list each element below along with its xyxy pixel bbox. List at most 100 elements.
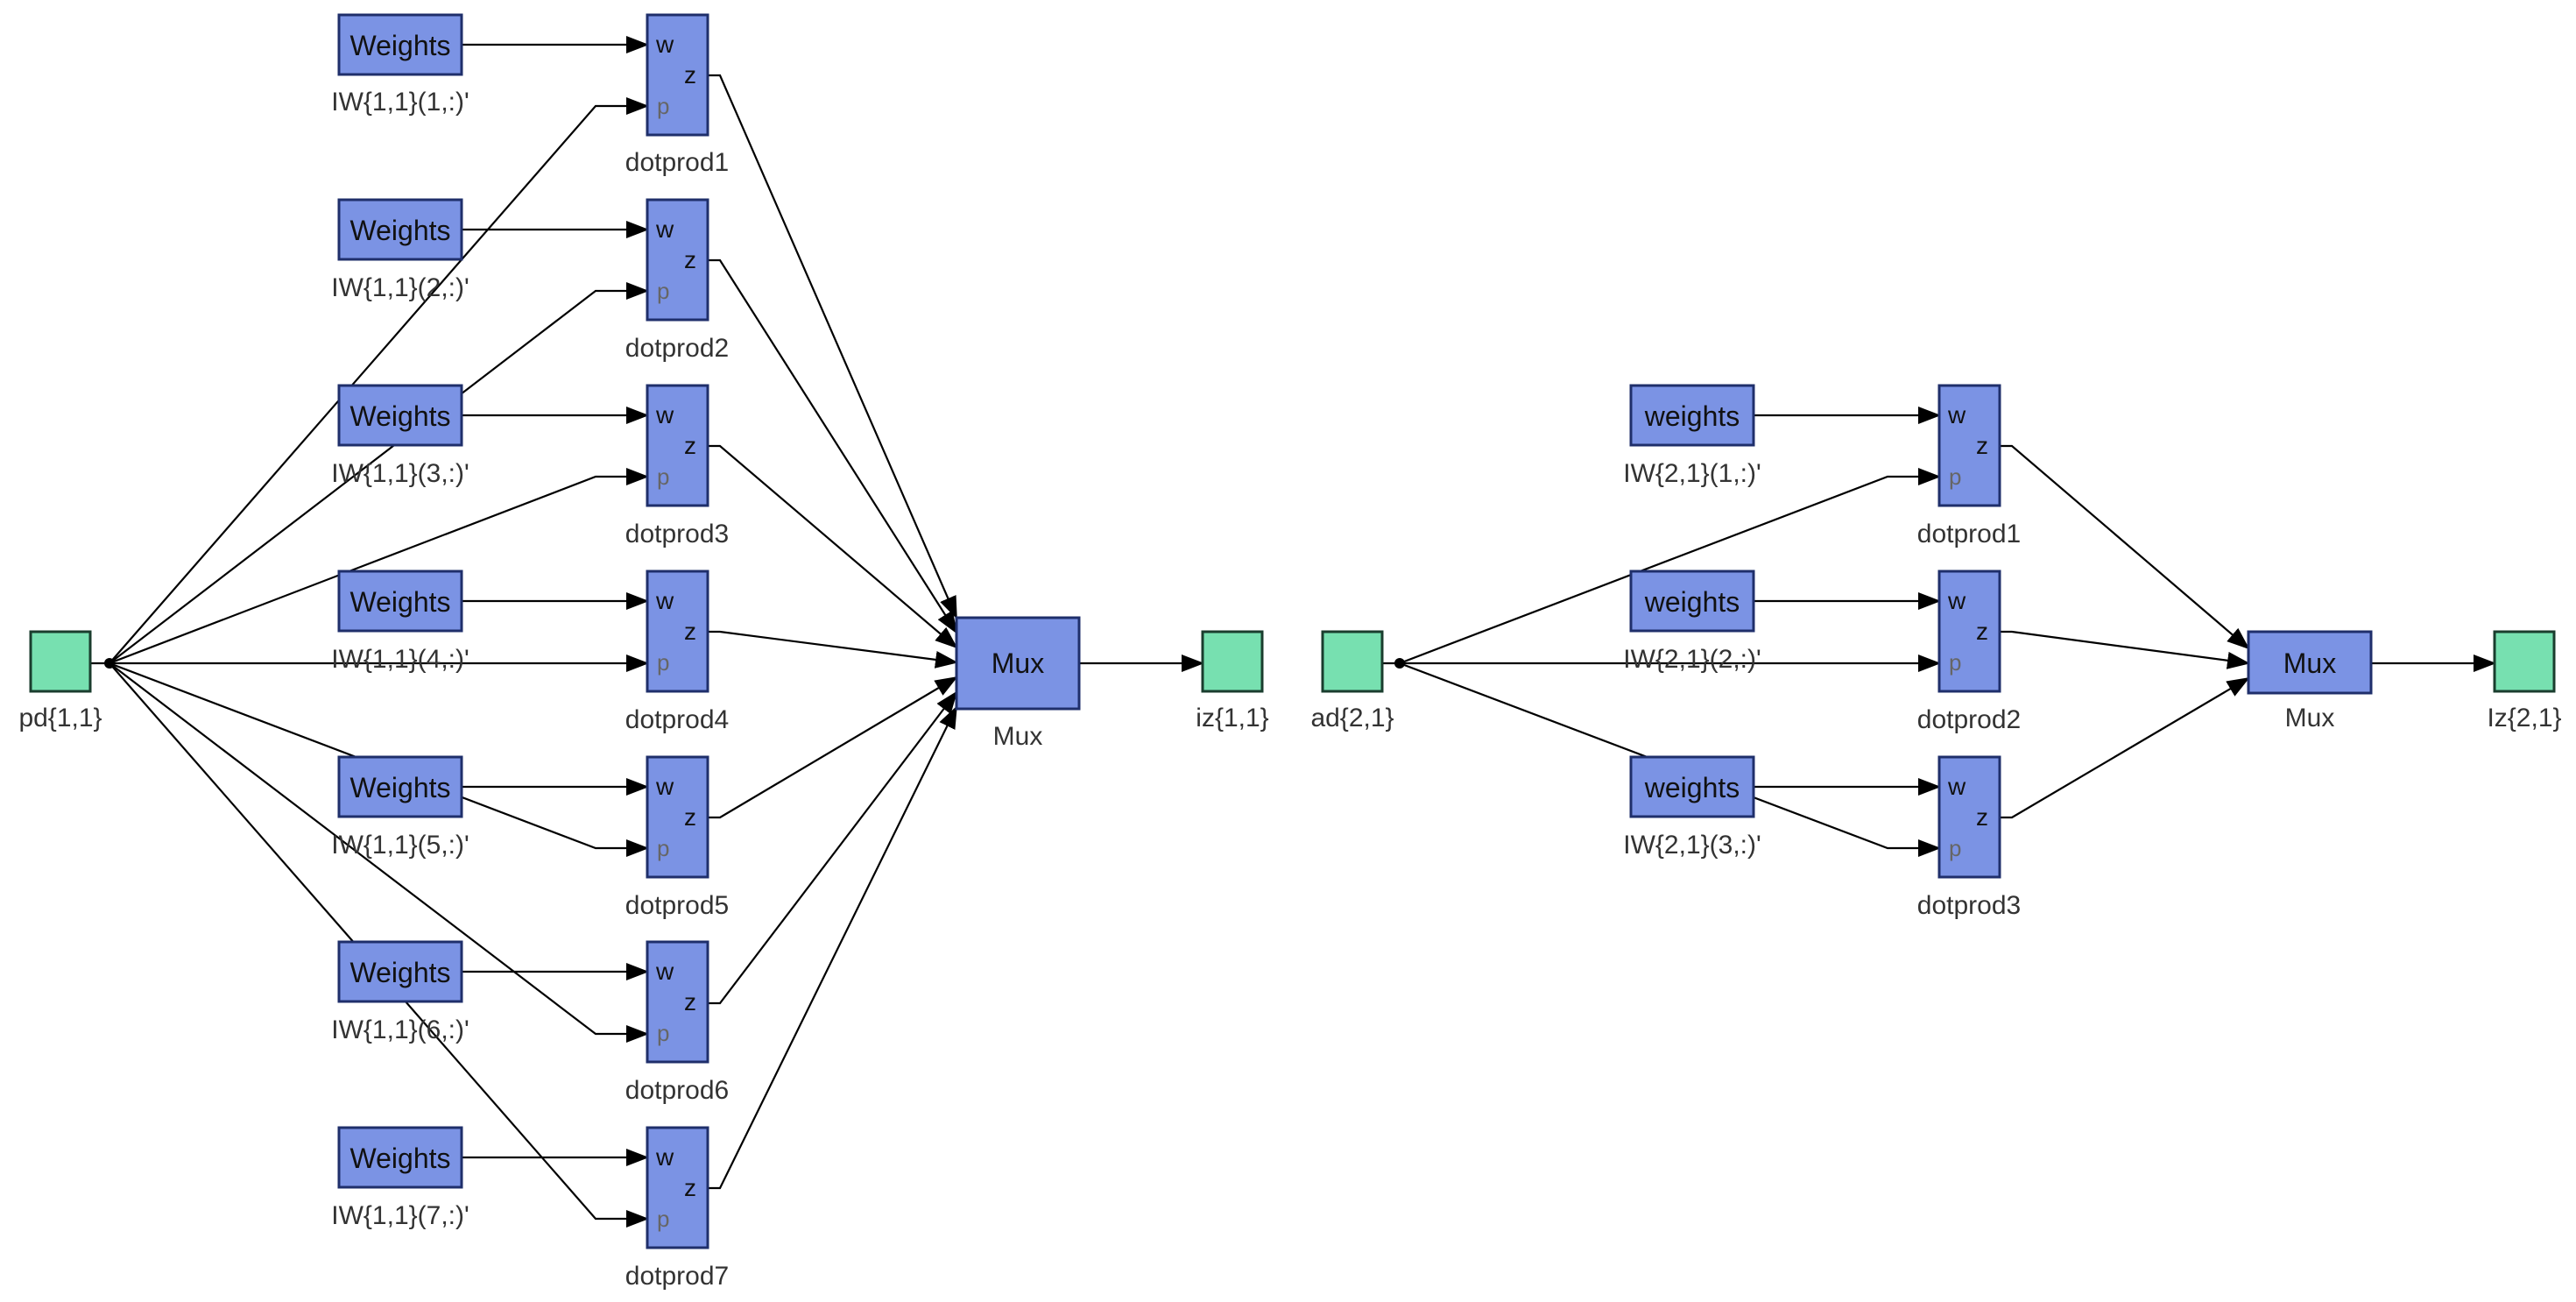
wire-dotprod4-to-mux [708,630,958,669]
wire-pd-to-dotprod7 [109,662,649,1228]
weights-block-body[interactable] [1629,384,1755,447]
weights-block-body[interactable] [1629,570,1755,633]
wire-dotprod2-to-mux [2000,630,2250,669]
mux-block-body[interactable] [2247,630,2373,695]
weights-block-label: Weights [349,215,450,246]
dotprod-block-body[interactable] [646,384,709,507]
output-port-block[interactable] [1201,630,1264,693]
dotprod-caption: dotprod2 [625,334,729,363]
dotprod-block-5[interactable]: w z p dotprod5 [625,755,729,920]
wire-pd-to-dotprod5 [109,662,649,857]
dotprod-block-1[interactable]: w z p dotprod1 [625,13,729,177]
port-z-label: z [684,803,696,831]
weights-block-2[interactable]: weights IW{2,1}(2,:)' [1623,570,1761,674]
dotprod-block-body[interactable] [646,755,709,879]
weights-block-5[interactable]: Weights IW{1,1}(5,:)' [331,755,469,860]
weights-block-label: Weights [349,400,450,432]
weights-block-caption: IW{2,1}(2,:)' [1623,645,1761,674]
dotprod-block-body[interactable] [1937,570,2001,693]
wire-dotprod3-to-mux [708,444,958,649]
weights-block-body[interactable] [337,755,463,818]
weights-block-caption: IW{2,1}(1,:)' [1623,459,1761,488]
dotprod-caption: dotprod3 [625,520,729,548]
dotprod-caption: dotprod6 [625,1076,729,1105]
output-port-block[interactable] [2493,630,2556,693]
dotprod-block-3[interactable]: w z p dotprod3 [1917,755,2021,920]
weights-block-4[interactable]: Weights IW{1,1}(4,:)' [331,570,469,674]
mux-block-body[interactable] [955,616,1081,711]
mux-block[interactable]: Mux Mux [2247,630,2373,732]
layer1-subsystem: pd{1,1} Weights IW{1,1}(1,:)' Weights IW… [18,13,1269,1291]
input-port-block[interactable] [1321,630,1384,693]
weights-block-caption: IW{1,1}(4,:)' [331,645,469,674]
dotprod-caption: dotprod5 [625,891,729,920]
weights-block-body[interactable] [337,570,463,633]
input-port-label: pd{1,1} [18,704,102,732]
weights-block-label: Weights [349,586,450,618]
mux-caption: Mux [2285,704,2335,732]
mux-block-label: Mux [2283,647,2336,679]
dotprod-block-3[interactable]: w z p dotprod3 [625,384,729,548]
port-z-label: z [684,1174,696,1201]
weights-block-body[interactable] [1629,755,1755,818]
port-w-label: w [655,773,674,800]
weights-block-3[interactable]: weights IW{2,1}(3,:)' [1623,755,1761,860]
port-z-label: z [684,618,696,645]
dotprod-block-2[interactable]: w z p dotprod2 [1917,570,2021,734]
dotprod-block-body[interactable] [646,1126,709,1249]
input-port-pd[interactable]: pd{1,1} [18,630,102,732]
weights-block-3[interactable]: Weights IW{1,1}(3,:)' [331,384,469,488]
weights-block-body[interactable] [337,198,463,261]
port-w-label: w [655,587,674,614]
dotprod-block-body[interactable] [646,570,709,693]
port-w-label: w [655,216,674,243]
mux-caption: Mux [993,722,1043,751]
dotprod-block-1[interactable]: w z p dotprod1 [1917,384,2021,548]
dotprod-block-7[interactable]: w z p dotprod7 [625,1126,729,1291]
dotprod-caption: dotprod2 [1917,705,2021,734]
weights-block-body[interactable] [337,940,463,1003]
port-p-label: p [657,278,669,304]
wire-dotprod5-to-mux [708,676,958,819]
port-z-label: z [684,432,696,459]
dotprod-block-body[interactable] [646,198,709,322]
weights-block-body[interactable] [337,13,463,76]
wire-dotprod7-to-mux [708,705,957,1190]
input-port-ad[interactable]: ad{2,1} [1310,630,1394,732]
weights-block-label: weights [1644,772,1740,803]
port-w-label: w [1947,773,1966,800]
output-port-label: Iz{2,1} [2487,704,2561,732]
port-z-label: z [684,61,696,88]
port-p-label: p [657,1206,669,1232]
mux-block[interactable]: Mux Mux [955,616,1081,751]
output-port-iz21[interactable]: Iz{2,1} [2487,630,2562,732]
dotprod-caption: dotprod1 [625,148,729,177]
dotprod-caption: dotprod1 [1917,520,2021,548]
dotprod-block-6[interactable]: w z p dotprod6 [625,940,729,1105]
weights-block-2[interactable]: Weights IW{1,1}(2,:)' [331,198,469,302]
dotprod-block-body[interactable] [1937,384,2001,507]
weights-block-body[interactable] [337,1126,463,1189]
weights-block-6[interactable]: Weights IW{1,1}(6,:)' [331,940,469,1044]
wire-pd-to-dotprod2 [109,282,649,664]
weights-block-caption: IW{1,1}(7,:)' [331,1201,469,1230]
dotprod-caption: dotprod7 [625,1262,729,1291]
weights-block-caption: IW{1,1}(6,:)' [331,1015,469,1044]
wire-dotprod1-to-mux [708,74,958,619]
output-port-iz11[interactable]: iz{1,1} [1196,630,1269,732]
port-p-label: p [657,1020,669,1046]
input-port-block[interactable] [29,630,92,693]
dotprod-block-2[interactable]: w z p dotprod2 [625,198,729,363]
port-p-label: p [657,649,669,676]
weights-block-body[interactable] [337,384,463,447]
port-w-label: w [655,401,674,428]
input-port-label: ad{2,1} [1310,704,1394,732]
dotprod-block-4[interactable]: w z p dotprod4 [625,570,729,734]
dotprod-block-body[interactable] [646,940,709,1064]
weights-block-7[interactable]: Weights IW{1,1}(7,:)' [331,1126,469,1230]
weights-block-1[interactable]: weights IW{2,1}(1,:)' [1623,384,1761,488]
dotprod-block-body[interactable] [646,13,709,137]
dotprod-block-body[interactable] [1937,755,2001,879]
weights-block-caption: IW{1,1}(2,:)' [331,273,469,302]
weights-block-1[interactable]: Weights IW{1,1}(1,:)' [331,13,469,117]
